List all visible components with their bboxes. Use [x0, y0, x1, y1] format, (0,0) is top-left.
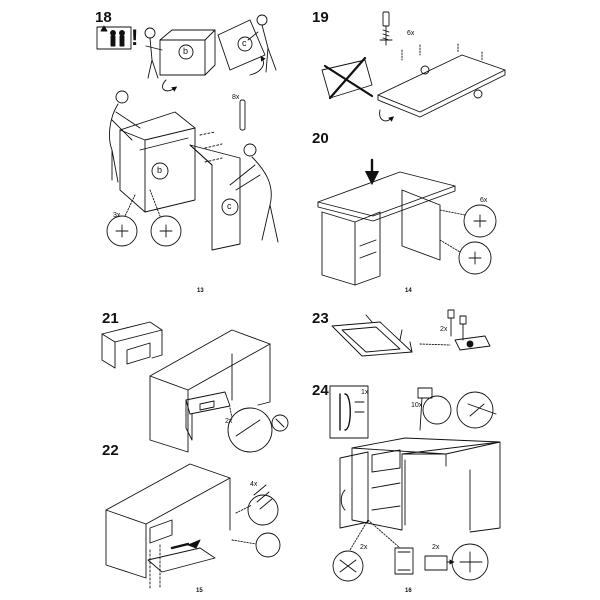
step-number: 18 [95, 9, 112, 26]
step-22-drawing [105, 463, 281, 591]
quantity-label: 6x [480, 197, 488, 204]
step-24-drawing [329, 385, 501, 582]
step-18-drawing [96, 14, 279, 251]
quantity-label: 2x [440, 326, 448, 333]
panel-c-marker [221, 198, 239, 216]
quantity-label: 8x [232, 94, 240, 101]
side-panel-c-rotation [217, 14, 277, 76]
step-19-drawing [321, 11, 506, 122]
quantity-label: 2x [360, 544, 368, 551]
side-panel-b-rotation [144, 27, 216, 92]
panel-label: c [242, 38, 247, 48]
step-number: 22 [102, 442, 119, 459]
page-number: 14 [405, 288, 412, 294]
step-20-drawing [317, 158, 497, 286]
quantity-label: 2x [225, 418, 233, 425]
two-person-lift-icon [96, 25, 132, 50]
page-number: 13 [197, 288, 204, 294]
step-number: 23 [312, 310, 329, 327]
panel-label: b [183, 46, 189, 56]
step-23-drawing [331, 309, 491, 357]
step-number: 24 [312, 382, 329, 399]
panel-label: c [227, 201, 232, 211]
step-21-drawing [101, 321, 289, 453]
quantity-label: 6x [407, 30, 415, 37]
quantity-label: 4x [250, 481, 258, 488]
quantity-label: 2x [432, 544, 440, 551]
step-number: 19 [312, 9, 329, 26]
step-number: 21 [102, 310, 119, 327]
quantity-label: 10x [411, 402, 423, 409]
panel-b-marker [151, 162, 169, 180]
step-number: 20 [312, 130, 329, 147]
quantity-label: 3x [113, 212, 121, 219]
panel-label: b [157, 165, 163, 175]
page-number: 16 [405, 588, 412, 594]
carcass-assembly [106, 90, 279, 251]
quantity-label: 1x [361, 389, 369, 396]
warning-exclamation: ! [131, 25, 139, 50]
page-number: 15 [196, 588, 203, 594]
